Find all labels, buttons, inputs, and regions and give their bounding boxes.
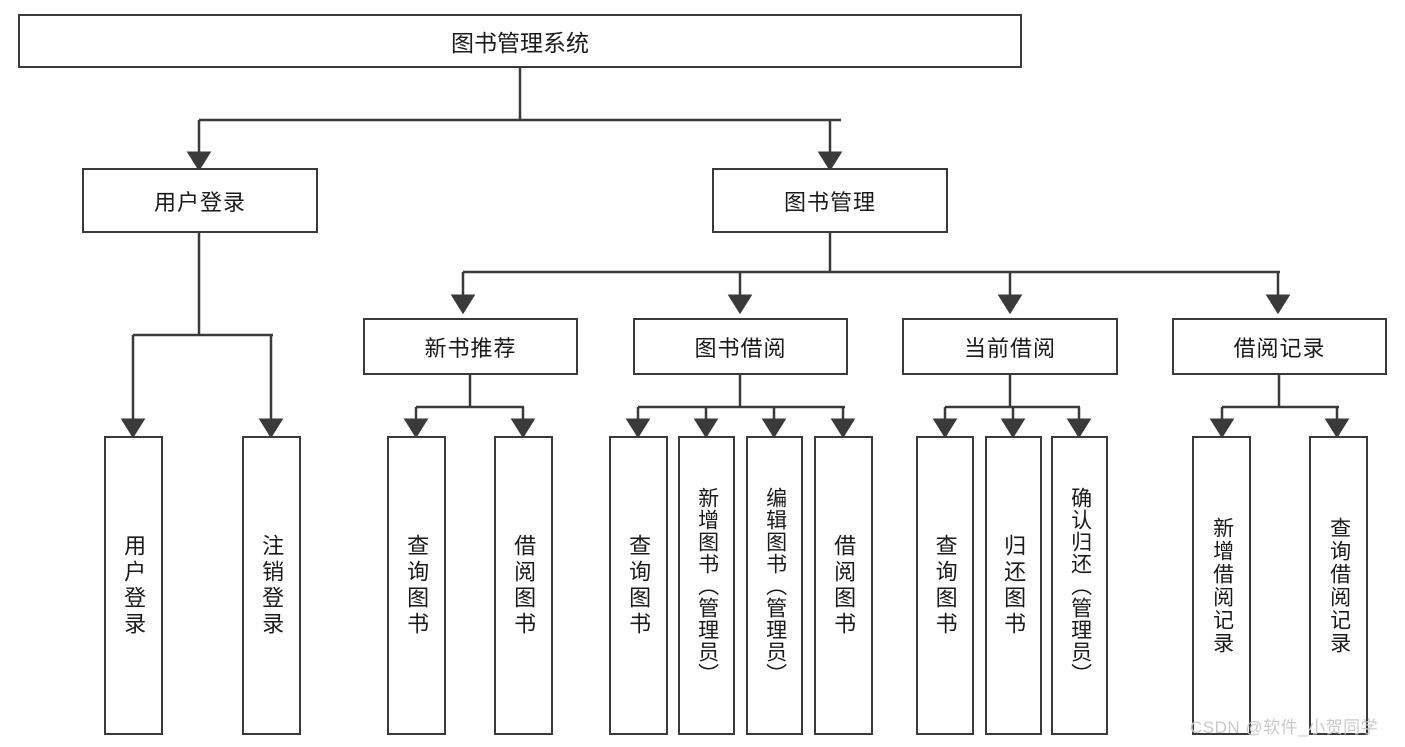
node-label: 新增图书（管理员） [695, 486, 719, 685]
node-label: 查询借阅记录 [1327, 516, 1351, 655]
leaf-query-book-new[interactable]: 查询图书 [387, 436, 446, 735]
leaf-return-book[interactable]: 归还图书 [985, 436, 1042, 735]
node-root-system[interactable]: 图书管理系统 [18, 14, 1022, 68]
leaf-query-book-current[interactable]: 查询图书 [916, 436, 974, 735]
leaf-query-borrow-record[interactable]: 查询借阅记录 [1309, 436, 1368, 735]
node-label: 当前借阅 [963, 335, 1056, 361]
node-label: 查询图书 [932, 533, 958, 638]
node-user-login[interactable]: 用户登录 [82, 168, 318, 233]
node-label: 查询图书 [626, 533, 652, 638]
csdn-watermark: CSDN @软件_小贺同学 [1190, 718, 1379, 737]
leaf-edit-book-admin[interactable]: 编辑图书（管理员） [746, 436, 803, 735]
leaf-borrow-book-new[interactable]: 借阅图书 [494, 436, 553, 735]
node-book-management[interactable]: 图书管理 [712, 168, 948, 233]
leaf-add-borrow-record[interactable]: 新增借阅记录 [1192, 436, 1251, 735]
node-label: 用户登录 [153, 189, 246, 215]
leaf-user-logout[interactable]: 注销登录 [242, 436, 301, 735]
node-label: 归还图书 [1001, 533, 1027, 638]
leaf-confirm-return-admin[interactable]: 确认归还（管理员） [1051, 436, 1108, 735]
node-new-book-recommend[interactable]: 新书推荐 [363, 318, 578, 375]
node-label: 新增借阅记录 [1210, 516, 1234, 655]
node-current-borrow[interactable]: 当前借阅 [902, 318, 1118, 375]
node-label: 用户登录 [121, 533, 147, 638]
node-label: 图书管理系统 [451, 30, 589, 56]
node-label: 注销登录 [259, 533, 285, 638]
leaf-borrow-book-borrow[interactable]: 借阅图书 [814, 436, 873, 735]
leaf-add-book-admin[interactable]: 新增图书（管理员） [678, 436, 735, 735]
node-book-borrow[interactable]: 图书借阅 [633, 318, 848, 375]
node-label: 借阅记录 [1233, 335, 1326, 361]
node-label: 编辑图书（管理员） [763, 486, 787, 685]
node-label: 借阅图书 [831, 533, 857, 638]
node-label: 新书推荐 [424, 335, 517, 361]
node-borrow-record[interactable]: 借阅记录 [1172, 318, 1387, 375]
node-label: 查询图书 [404, 533, 430, 638]
node-label: 借阅图书 [511, 533, 537, 638]
leaf-user-login[interactable]: 用户登录 [104, 436, 163, 735]
leaf-query-book-borrow[interactable]: 查询图书 [609, 436, 668, 735]
node-label: 图书管理 [783, 189, 876, 215]
node-label: 图书借阅 [694, 335, 787, 361]
node-label: 确认归还（管理员） [1068, 486, 1092, 685]
